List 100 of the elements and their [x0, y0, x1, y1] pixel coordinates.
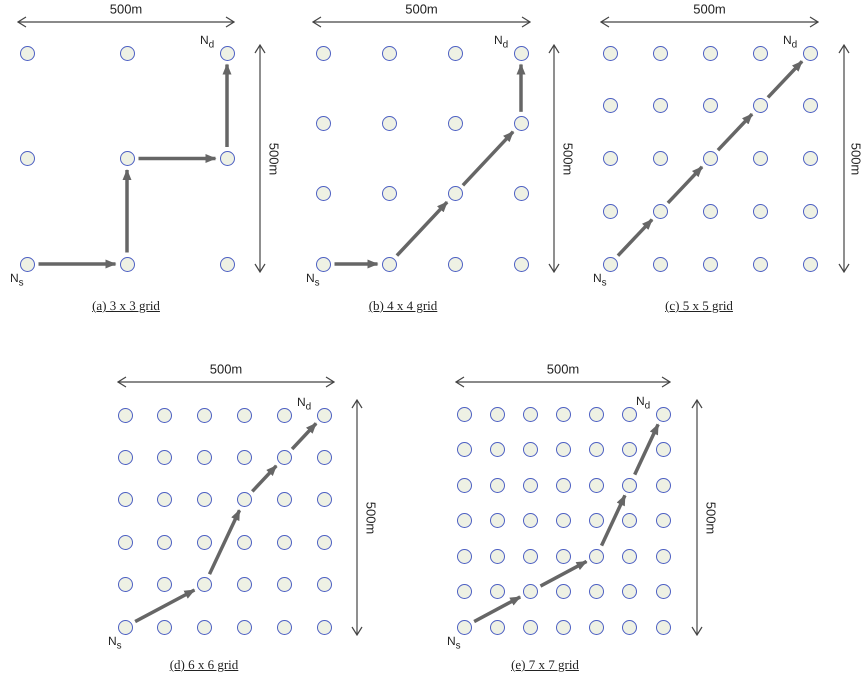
node-circle	[622, 406, 638, 422]
node-circle	[702, 98, 718, 114]
node-circle	[197, 408, 212, 422]
arrow	[290, 422, 318, 450]
node-circle	[514, 116, 528, 131]
node-circle	[276, 620, 292, 634]
node-circle	[456, 442, 472, 457]
dimension-label: 500m	[268, 142, 280, 175]
figure-caption: (b) 4 x 4 grid	[368, 298, 438, 314]
arrow	[633, 424, 660, 476]
node-circle	[656, 620, 670, 634]
node-circle	[602, 151, 618, 166]
node-circle	[316, 408, 332, 422]
node-circle	[236, 408, 252, 422]
node-circle	[556, 478, 571, 492]
node-circle	[514, 256, 528, 272]
node-circle	[157, 534, 172, 550]
node-circle	[456, 620, 472, 634]
arrow	[766, 60, 804, 99]
node-circle	[20, 46, 34, 60]
node-circle	[752, 204, 768, 219]
node-circle	[602, 46, 618, 60]
node-circle	[622, 548, 638, 564]
node-circle	[20, 256, 34, 272]
node-circle	[316, 256, 330, 272]
dimension-label: 500m	[850, 142, 862, 175]
node-circle	[652, 98, 668, 114]
node-circle	[622, 584, 638, 599]
node-circle	[157, 492, 172, 508]
figure-caption: (c) 5 x 5 grid	[665, 298, 733, 314]
dimension-label: 500m	[693, 2, 726, 16]
arrow	[334, 260, 378, 268]
node-circle	[382, 186, 396, 202]
node-circle	[656, 513, 670, 528]
node-circle	[236, 492, 252, 508]
node-circle	[276, 492, 292, 508]
node-circle	[20, 151, 34, 166]
node-circle	[556, 513, 571, 528]
node-circle	[490, 584, 505, 599]
node-circle	[157, 450, 172, 465]
node-circle	[220, 256, 234, 272]
node-circle	[316, 620, 332, 634]
node-circle	[602, 204, 618, 219]
node-circle	[276, 534, 292, 550]
node-circle	[197, 492, 212, 508]
node-circle	[522, 442, 538, 457]
arrow	[516, 64, 526, 112]
node-circle	[589, 548, 604, 564]
node-circle	[448, 116, 462, 131]
node-circle	[622, 478, 638, 492]
node-circle	[157, 577, 172, 592]
node-circle	[514, 46, 528, 60]
node-circle	[589, 442, 604, 457]
node-circle	[382, 46, 396, 60]
node-circle	[656, 584, 670, 599]
node-circle	[522, 584, 538, 599]
node-circle	[120, 256, 134, 272]
dimension-label: 500m	[405, 2, 438, 16]
node-circle	[514, 186, 528, 202]
node-circle	[197, 577, 212, 592]
arrow	[540, 560, 588, 588]
node-label: N$_{s}$	[10, 272, 24, 288]
node-circle	[448, 46, 462, 60]
node-circle	[589, 620, 604, 634]
arrow	[473, 595, 522, 624]
node-circle	[490, 406, 505, 422]
node-circle	[197, 450, 212, 465]
node-circle	[448, 186, 462, 202]
arrow	[138, 154, 216, 163]
node-circle	[118, 492, 132, 508]
node-circle	[556, 548, 571, 564]
node-circle	[556, 620, 571, 634]
node-circle	[702, 151, 718, 166]
node-circle	[316, 186, 330, 202]
node-circle	[589, 406, 604, 422]
node-circle	[316, 46, 330, 60]
node-circle	[802, 256, 818, 272]
node-circle	[157, 408, 172, 422]
node-circle	[448, 256, 462, 272]
node-circle	[220, 46, 234, 60]
node-circle	[656, 478, 670, 492]
node-circle	[490, 548, 505, 564]
dimension-label: 500m	[210, 362, 242, 376]
arrow	[666, 166, 704, 204]
node-circle	[456, 478, 472, 492]
node-circle	[652, 256, 668, 272]
node-circle	[752, 98, 768, 114]
arrow	[251, 464, 278, 493]
arrow	[396, 200, 448, 257]
node-label: N$_{d}$	[297, 396, 312, 412]
node-circle	[456, 548, 472, 564]
node-circle	[656, 442, 670, 457]
node-circle	[589, 584, 604, 599]
figure-caption: (a) 3 x 3 grid	[92, 298, 160, 314]
node-label: N$_{s}$	[447, 635, 461, 652]
node-circle	[120, 151, 134, 166]
node-circle	[702, 204, 718, 219]
node-circle	[490, 620, 505, 634]
node-circle	[197, 620, 212, 634]
figure-caption: (d) 6 x 6 grid	[170, 657, 238, 673]
